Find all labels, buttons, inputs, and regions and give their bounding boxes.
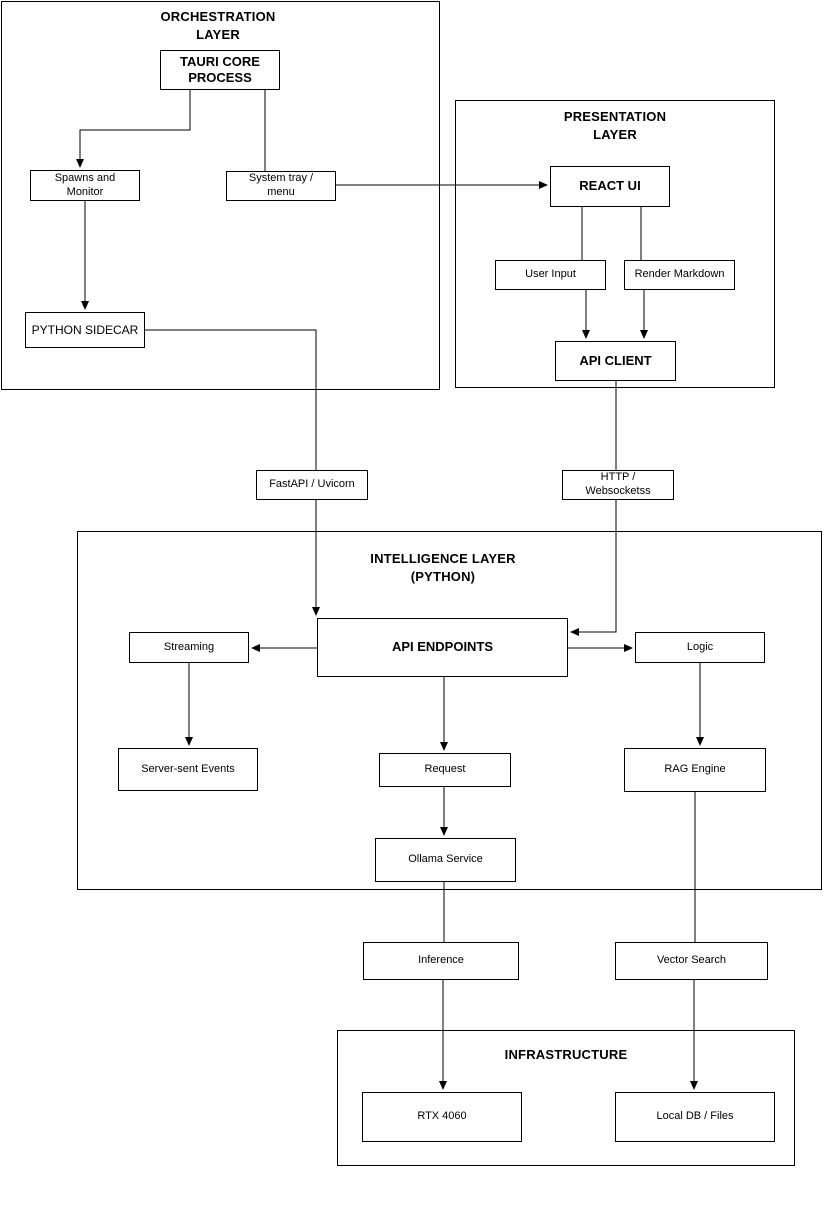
node-spawns-and-monitor: Spawns and Monitor [30, 170, 140, 201]
node-streaming: Streaming [129, 632, 249, 663]
intelligence-layer-title: INTELLIGENCE LAYER (PYTHON) [370, 551, 516, 584]
intelligence-layer-box [77, 531, 822, 890]
infrastructure-layer-title: INFRASTRUCTURE [504, 1047, 628, 1062]
node-rtx-4060: RTX 4060 [362, 1092, 522, 1142]
node-rag-engine: RAG Engine [624, 748, 766, 792]
node-render-markdown: Render Markdown [624, 260, 735, 290]
node-react-ui: REACT UI [550, 166, 670, 207]
node-system-tray-menu: System tray / menu [226, 171, 336, 201]
node-api-endpoints: API ENDPOINTS [317, 618, 568, 677]
node-http-websockets: HTTP / Websocketss [562, 470, 674, 500]
presentation-layer-title: PRESENTATION LAYER [563, 109, 667, 142]
node-user-input: User Input [495, 260, 606, 290]
orchestration-layer-box [1, 1, 440, 390]
node-local-db-files: Local DB / Files [615, 1092, 775, 1142]
node-tauri-core-process: TAURI CORE PROCESS [160, 50, 280, 90]
node-request: Request [379, 753, 511, 787]
node-inference: Inference [363, 942, 519, 980]
node-server-sent-events: Server-sent Events [118, 748, 258, 791]
node-ollama-service: Ollama Service [375, 838, 516, 882]
infrastructure-layer-box [337, 1030, 795, 1166]
node-vector-search: Vector Search [615, 942, 768, 980]
node-api-client: API CLIENT [555, 341, 676, 381]
presentation-layer-box [455, 100, 775, 388]
orchestration-layer-title: ORCHESTRATION LAYER [160, 9, 276, 42]
node-fastapi-uvicorn: FastAPI / Uvicorn [256, 470, 368, 500]
node-logic: Logic [635, 632, 765, 663]
node-python-sidecar: PYTHON SIDECAR [25, 312, 145, 348]
